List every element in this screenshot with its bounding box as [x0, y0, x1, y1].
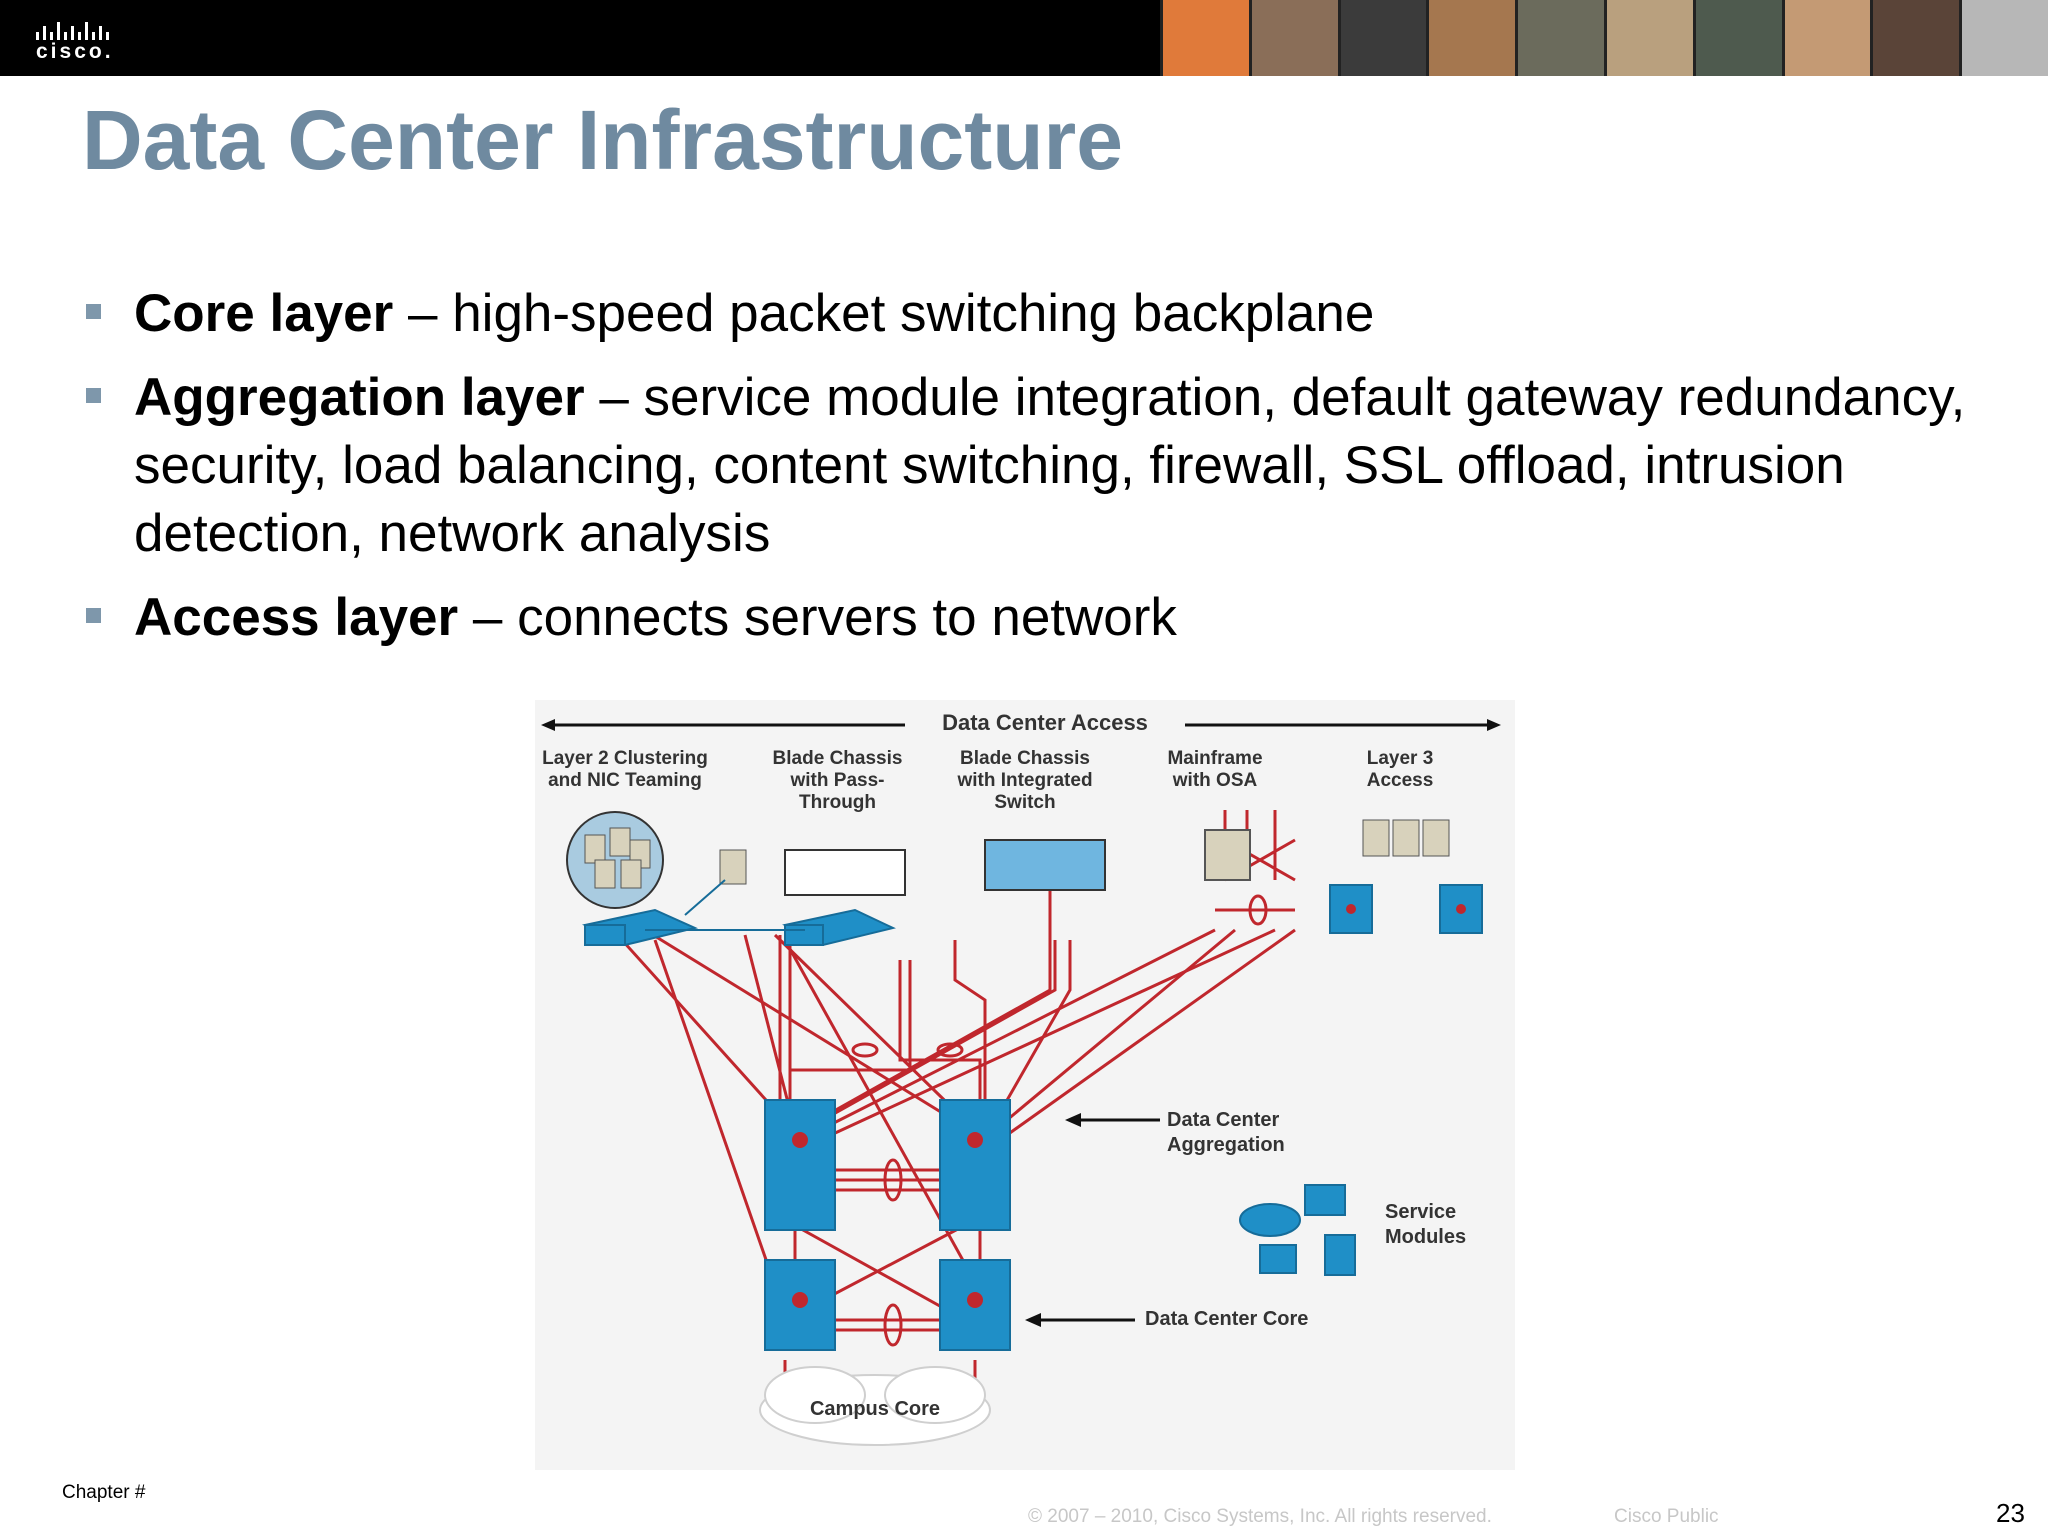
banner-photo: [1692, 0, 1782, 76]
campus-core-cloud-icon: [759, 1366, 991, 1446]
bullet-core-layer: Core layer – high-speed packet switching…: [84, 280, 1984, 348]
access-header-label: Data Center Access: [920, 712, 1170, 734]
page-number: 23: [1996, 1498, 2025, 1528]
banner-photo: [1870, 0, 1960, 76]
bullet-term: Core layer: [134, 284, 394, 343]
bullet-list: Core layer – high-speed packet switching…: [84, 280, 1984, 668]
column-label-integrated-switch: Blade Chassis with Integrated Switch: [957, 748, 1093, 813]
banner-photo: [1248, 0, 1338, 76]
bullet-access-layer: Access layer – connects servers to netwo…: [84, 584, 1984, 652]
service-modules-label: Service Modules: [1385, 1201, 1467, 1248]
column-label-pass-through: Blade Chassis with Pass-Through: [772, 748, 903, 813]
footer-copyright: © 2007 – 2010, Cisco Systems, Inc. All r…: [1028, 1506, 1492, 1527]
bullet-text: – service module integration, default ga…: [134, 368, 1966, 563]
column-label-layer2: Layer 2 Clustering and NIC Teaming: [542, 748, 708, 791]
top-banner: cisco.: [0, 0, 2048, 76]
cisco-logo-icon: [36, 22, 109, 40]
footer-classification: Cisco Public: [1614, 1506, 1719, 1527]
banner-photo: [1426, 0, 1516, 76]
aggregation-switch-icon: [939, 1099, 1011, 1231]
slide-title: Data Center Infrastructure: [82, 93, 1123, 187]
core-label: Data Center Core: [1145, 1308, 1309, 1330]
bullet-square-icon: [86, 388, 101, 403]
blade-chassis-switch-icon: [984, 839, 1106, 891]
bullet-text: – high-speed packet switching backplane: [393, 284, 1375, 343]
network-topology: [541, 719, 1501, 1446]
footer-chapter: Chapter #: [62, 1482, 146, 1503]
bullet-term: Aggregation layer: [134, 368, 585, 427]
layer3-servers-icon: [1362, 819, 1450, 857]
banner-photo: [1515, 0, 1604, 76]
banner-photo: [1337, 0, 1427, 76]
mainframe-icon: [1204, 829, 1251, 881]
aggregation-label: Data Center Aggregation: [1167, 1109, 1285, 1156]
bullet-term: Access layer: [134, 588, 459, 647]
banner-photo: [1781, 0, 1871, 76]
column-label-layer3: Layer 3 Access: [1366, 748, 1434, 791]
column-label-mainframe: Mainframe with OSA: [1167, 748, 1263, 791]
photo-strip: [1160, 0, 2048, 76]
data-center-diagram: Data Center Access Layer 2 Clustering an…: [535, 700, 1515, 1470]
aggregation-switch-icon: [764, 1099, 836, 1231]
banner-photo: [1160, 0, 1249, 76]
bullet-square-icon: [86, 304, 101, 319]
campus-core-label: Campus Core: [809, 1398, 941, 1420]
banner-photo: [1959, 0, 2048, 76]
bullet-square-icon: [86, 608, 101, 623]
service-modules-icon: [1239, 1184, 1356, 1276]
banner-photo: [1603, 0, 1693, 76]
blade-chassis-icon: [784, 849, 906, 896]
bullet-text: – connects servers to network: [458, 588, 1177, 647]
logo-wordmark: cisco.: [36, 40, 114, 63]
bullet-aggregation-layer: Aggregation layer – service module integ…: [84, 364, 1984, 568]
